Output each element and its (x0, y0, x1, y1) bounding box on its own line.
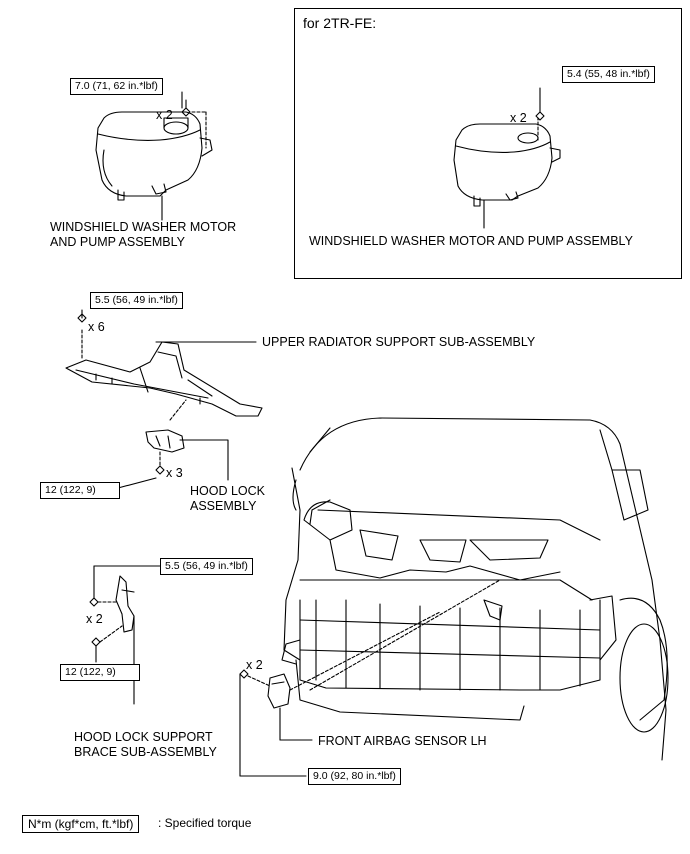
variant-panel-2tr-fe (294, 8, 682, 279)
torque-spec-washer-main: 7.0 (71, 62 in.*lbf) (70, 78, 163, 95)
torque-spec-hood-lock: 12 (122, 9) (40, 482, 120, 499)
label-hood-lock: HOOD LOCK ASSEMBLY (190, 484, 266, 513)
washer-bolt-main (181, 99, 191, 117)
label-washer-main: WINDSHIELD WASHER MOTOR AND PUMP ASSEMBL… (50, 220, 237, 249)
legend-text: : Specified torque (158, 816, 252, 830)
label-airbag-sensor: FRONT AIRBAG SENSOR LH (318, 734, 487, 748)
qty-brace: x 2 (86, 612, 103, 626)
qty-upper-radiator: x 6 (88, 320, 105, 334)
legend-torque-box: N*m (kgf*cm, ft.*lbf) (22, 815, 140, 833)
torque-spec-upper-radiator: 5.5 (56, 49 in.*lbf) (90, 292, 183, 309)
vehicle-front (281, 417, 669, 761)
label-hood-lock-support: HOOD LOCK SUPPORT BRACE SUB-ASSEMBLY (74, 730, 217, 759)
torque-spec-brace-lower: 12 (122, 9) (60, 664, 140, 681)
hood-lock (145, 429, 185, 453)
washer-tank-main (95, 111, 213, 201)
torque-spec-brace-upper: 5.5 (56, 49 in.*lbf) (160, 558, 253, 575)
airbag-sensor (267, 673, 291, 709)
qty-washer-2tr: x 2 (510, 111, 527, 125)
qty-washer-main: x 2 (156, 108, 173, 122)
torque-spec-airbag: 9.0 (92, 80 in.*lbf) (308, 768, 401, 785)
label-washer-2tr: WINDSHIELD WASHER MOTOR AND PUMP ASSEMBL… (309, 234, 633, 248)
panel-title: for 2TR-FE: (303, 15, 377, 31)
hood-lock-brace (115, 575, 135, 633)
washer-tank-2tr (453, 111, 561, 207)
upper-radiator-support (65, 341, 263, 417)
qty-hood-lock: x 3 (166, 466, 183, 480)
label-upper-radiator: UPPER RADIATOR SUPPORT SUB-ASSEMBLY (262, 335, 536, 349)
torque-spec-washer-2tr: 5.4 (55, 48 in.*lbf) (562, 66, 655, 83)
qty-airbag: x 2 (246, 658, 263, 672)
